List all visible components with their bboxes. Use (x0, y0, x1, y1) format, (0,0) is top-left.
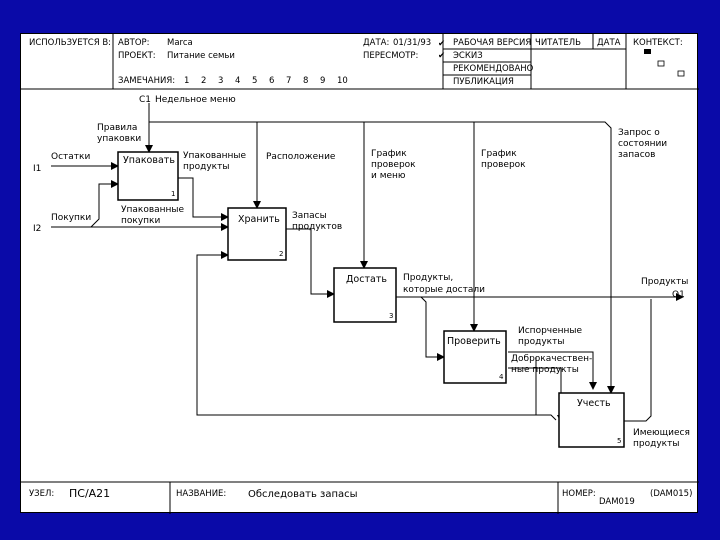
date2-label: ДАТА (597, 38, 621, 48)
label-stock-request-3: запасов (618, 150, 655, 160)
label-c1-code: C1 (139, 95, 151, 105)
label-i1: Остатки (51, 152, 90, 162)
box-dostat[interactable]: Достать 3 (333, 267, 397, 323)
box-upakovat[interactable]: Упаковать 1 (117, 151, 179, 201)
note-7: 7 (286, 76, 291, 86)
label-i1-code: I1 (33, 164, 41, 174)
note-9: 9 (320, 76, 325, 86)
box-dostat-number: 3 (389, 312, 393, 320)
note-8: 8 (303, 76, 308, 86)
note-4: 4 (235, 76, 240, 86)
label-spoiled-1: Испорченные (518, 326, 583, 336)
label-pack-rules-2: упаковки (97, 134, 141, 144)
box-uchest[interactable]: Учесть 5 (558, 392, 625, 448)
label-check-menu-3: и меню (371, 171, 406, 181)
notes-label: ЗАМЕЧАНИЯ: (118, 76, 175, 86)
idef0-diagram: ИСПОЛЬЗУЕТСЯ В: АВТОР: Marca ПРОЕКТ: Пит… (21, 34, 699, 514)
label-packed-purchases-2: покупки (121, 216, 160, 226)
label-good-2: ные продукты (511, 365, 579, 375)
box-dostat-label: Достать (346, 274, 387, 285)
number-value: DAM019 (599, 497, 635, 507)
arrow-to-uchest (536, 414, 557, 421)
check-sketch-icon: ✔ (438, 51, 445, 61)
label-pack-rules-1: Правила (97, 123, 137, 133)
box-proverit-number: 4 (499, 373, 504, 381)
note-10: 10 (337, 76, 348, 86)
note-6: 6 (269, 76, 274, 86)
label-taken-2: которые достали (403, 285, 485, 295)
box-uchest-label: Учесть (577, 398, 611, 409)
header-frame (21, 34, 699, 90)
arrow-i2-pokupki (51, 180, 119, 228)
label-check-menu-2: проверок (371, 160, 416, 170)
date-value: 01/31/93 (393, 38, 431, 48)
arrow-stock-products (286, 228, 335, 298)
used-at-label: ИСПОЛЬЗУЕТСЯ В: (29, 38, 111, 48)
arrow-spoiled (508, 351, 597, 390)
label-i2: Покупки (51, 213, 91, 223)
box-khranit-label: Хранить (238, 214, 280, 225)
project-label: ПРОЕКТ: (118, 51, 156, 61)
context-label: КОНТЕКСТ: (633, 38, 683, 48)
box-khranit[interactable]: Хранить 2 (227, 207, 287, 261)
box-upakovat-number: 1 (171, 190, 175, 198)
label-stock-request-1: Запрос о (618, 128, 660, 138)
note-2: 2 (201, 76, 206, 86)
box-uchest-number: 5 (617, 437, 621, 445)
label-c1: Недельное меню (155, 95, 236, 105)
arrow-available (624, 299, 652, 422)
status-working-version: РАБОЧАЯ ВЕРСИЯ (453, 38, 531, 48)
label-good-1: Доброкачествен- (511, 354, 592, 364)
label-o1: Продукты (641, 277, 688, 287)
box-proverit[interactable]: Проверить 4 (443, 330, 507, 384)
arrow-c1-uchest (474, 121, 615, 394)
revision-label: ПЕРЕСМОТР: (363, 51, 418, 61)
box-upakovat-label: Упаковать (123, 155, 175, 166)
note-1: 1 (184, 76, 189, 86)
footer-frame (21, 481, 699, 514)
label-check-schedule-2: проверок (481, 160, 526, 170)
status-recommended: РЕКОМЕНДОВАНО (453, 64, 534, 74)
label-packed-products-2: продукты (183, 162, 229, 172)
diagram-title: Обследовать запасы (248, 489, 358, 500)
arrow-packed-products (178, 177, 229, 221)
title-label: НАЗВАНИЕ: (176, 489, 226, 499)
label-stock-request-2: состоянии (618, 139, 667, 149)
label-stock-1: Запасы (292, 211, 327, 221)
context-map-icon (644, 49, 685, 77)
check-draft-working-icon: ✔ (438, 39, 445, 49)
label-packed-products-1: Упакованные (183, 151, 247, 161)
label-stock-2: продуктов (292, 222, 342, 232)
author-label: АВТОР: (118, 38, 150, 48)
label-o1-code: O1 (672, 290, 685, 300)
number-label: НОМЕР: (562, 489, 596, 499)
arrow-taken-to-proverit (420, 296, 445, 361)
note-5: 5 (252, 76, 257, 86)
idef0-sheet: ИСПОЛЬЗУЕТСЯ В: АВТОР: Marca ПРОЕКТ: Пит… (20, 33, 699, 514)
label-available-2: продукты (633, 439, 679, 449)
label-check-schedule-1: График (481, 149, 517, 159)
label-available-1: Имеющиеся (633, 428, 690, 438)
box-proverit-label: Проверить (447, 336, 501, 347)
project-value: Питание семьи (167, 51, 235, 61)
label-i2-code: I2 (33, 224, 41, 234)
note-3: 3 (218, 76, 223, 86)
reader-label: ЧИТАТЕЛЬ (535, 38, 581, 48)
label-taken-1: Продукты, (403, 273, 453, 283)
arrow-feedback-khranit (196, 251, 537, 416)
label-packed-purchases-1: Упакованные (121, 205, 185, 215)
author-value: Marca (167, 38, 193, 48)
arrow-good (508, 367, 565, 423)
number-alt-value: (DAM015) (650, 489, 692, 499)
status-publication: ПУБЛИКАЦИЯ (453, 77, 514, 87)
node-label: УЗЕЛ: (29, 489, 54, 499)
date-label: ДАТА: (363, 38, 389, 48)
box-khranit-number: 2 (279, 250, 283, 258)
label-spoiled-2: продукты (518, 337, 564, 347)
label-check-menu-1: График (371, 149, 407, 159)
status-sketch: ЭСКИЗ (453, 51, 483, 61)
node-value: ПС/А21 (69, 487, 110, 500)
notes-numbers: 1 2 3 4 5 6 7 8 9 10 (184, 76, 348, 86)
label-location: Расположение (266, 152, 336, 162)
